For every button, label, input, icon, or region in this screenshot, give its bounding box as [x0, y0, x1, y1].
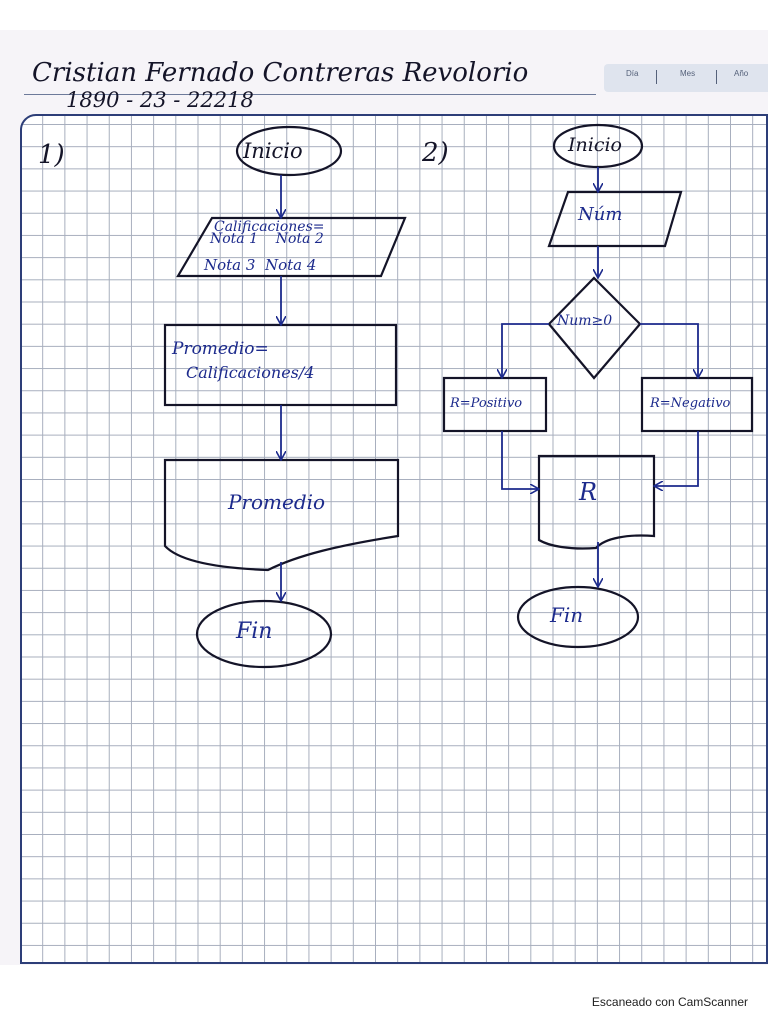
diagram-number-2: 2) — [422, 138, 449, 168]
date-separator — [656, 70, 657, 84]
decision-diamond — [547, 276, 642, 380]
author-name: Cristian Fernado Contreras Revolorio — [32, 58, 529, 88]
input-parallelogram-2 — [547, 190, 683, 248]
scanner-footer: Escaneado con CamScanner — [591, 995, 748, 1009]
input-label-2: Núm — [578, 204, 623, 225]
start-label-1: Inicio — [243, 139, 303, 163]
flowchart-1 — [163, 125, 407, 669]
branch-label-left: R=Positivo — [450, 396, 523, 411]
output-document-1 — [163, 458, 400, 572]
date-day-label: Día — [626, 69, 639, 78]
start-label-2: Inicio — [568, 134, 622, 156]
flowchart-2 — [442, 123, 754, 649]
process-box-left — [442, 376, 548, 433]
end-terminator-1 — [195, 599, 333, 669]
header-rule — [24, 94, 596, 95]
flowchart-2-arrows — [502, 167, 698, 586]
end-label-1: Fin — [236, 619, 273, 644]
date-year-label: Año — [734, 69, 749, 78]
end-terminator-2 — [516, 585, 640, 649]
start-terminator-1 — [235, 125, 343, 177]
input-label-1c: Nota 3 Nota 4 — [204, 256, 317, 274]
arrow-right-to-output — [655, 431, 699, 486]
diagram-number-1: 1) — [38, 140, 65, 170]
date-month-label: Mes — [680, 69, 696, 78]
arrow-decision-right — [640, 323, 698, 377]
date-strip: Día Mes Año — [604, 64, 768, 92]
output-label-1: Promedio — [228, 490, 326, 514]
arrow-decision-left — [502, 323, 549, 377]
arrow-left-to-output — [501, 431, 538, 489]
process-label-1b: Calificaciones/4 — [186, 363, 315, 382]
input-label-1a: Calificaciones= — [214, 219, 325, 235]
input-label-1b: Nota 1 Nota 2 — [210, 231, 324, 247]
grid-paper-area — [20, 114, 768, 964]
decision-label: Num≥0 — [557, 313, 613, 329]
date-separator — [716, 70, 717, 84]
output-label-2: R — [579, 478, 598, 506]
input-parallelogram-1 — [176, 216, 407, 278]
end-label-2: Fin — [550, 603, 584, 627]
student-id: 1890 - 23 - 22218 — [66, 88, 254, 112]
process-label-1a: Promedio= — [172, 339, 269, 359]
branch-label-right: R=Negativo — [650, 396, 731, 411]
output-document-2 — [537, 454, 656, 550]
